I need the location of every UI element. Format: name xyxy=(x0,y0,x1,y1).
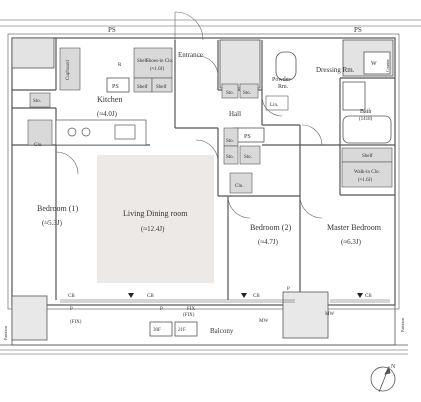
label-fix-3: (FIX) xyxy=(183,313,195,318)
label-p-bedroom: P xyxy=(287,287,290,292)
label-refrigerator: R xyxy=(118,63,122,68)
label-washer: W xyxy=(371,61,377,67)
label-outlet-1: 30F xyxy=(153,328,161,333)
label-walkin-closet-area: (≈1.6J) xyxy=(358,178,373,183)
label-ps-top-right: PS xyxy=(354,26,362,34)
label-closet-bedroom1: Clo. xyxy=(34,143,42,148)
label-powder-room: Powder xyxy=(272,77,290,83)
bath-fixtures xyxy=(275,51,392,144)
label-bedroom1-area: (≈5.3J) xyxy=(42,219,63,227)
label-fix-1: (FIX) xyxy=(70,320,82,325)
label-mw-2: MW xyxy=(325,312,334,317)
label-shoes-closet: Shoes-in Clo. xyxy=(146,59,173,64)
pipe-shafts xyxy=(11,37,394,143)
label-storage-hall-1: Sto. xyxy=(226,91,234,96)
label-powder-room-2: Rm. xyxy=(278,84,289,90)
label-cupboard: Cupboard xyxy=(66,60,71,80)
label-walkin-closet: Walk-in Clo. xyxy=(354,170,380,175)
label-living-dining-area: (≈12.4J) xyxy=(141,225,165,233)
label-bedroom2: Bedroom (2) xyxy=(250,223,291,232)
label-storage-hall-5: Sto. xyxy=(226,155,234,160)
label-ps-kitchen: PS xyxy=(112,84,119,90)
label-storage-hall-3: Sto. xyxy=(226,139,234,144)
label-storage-hall-2: Sto. xyxy=(243,91,251,96)
label-outlet-2: 21F xyxy=(178,328,186,333)
label-bedroom2-area: (≈4.7J) xyxy=(258,238,279,246)
label-entrance: Entrance xyxy=(178,51,203,59)
label-ps-top-left: PS xyxy=(108,26,116,34)
balcony-area xyxy=(0,291,408,355)
label-shelf-3: Shelf xyxy=(156,85,167,90)
storage-units xyxy=(27,47,393,194)
label-shelf-1: Shelf xyxy=(137,59,148,64)
label-kitchen: Kitchen xyxy=(97,95,122,104)
label-kitchen-area: (≈4.0J) xyxy=(97,110,118,118)
kitchen-counter xyxy=(55,119,147,146)
label-cb-2: CB xyxy=(147,294,154,299)
label-storage-kitchen: Sto. xyxy=(33,99,41,104)
label-storage-hall-4: Sto. xyxy=(244,155,252,160)
label-cb-1: CB xyxy=(68,294,75,299)
label-cb-4: CB xyxy=(365,294,372,299)
label-p-left: P xyxy=(70,307,73,312)
label-shelf-2: Shelf xyxy=(137,85,148,90)
label-partition-left: Partition xyxy=(3,326,8,340)
windows xyxy=(60,299,390,303)
label-ps-hall: PS xyxy=(244,134,251,140)
label-bath: Bath xyxy=(360,109,371,115)
compass xyxy=(370,365,396,393)
label-shelf-4: Shelf xyxy=(362,154,373,159)
label-mw-1: MW xyxy=(259,319,268,324)
label-master-bedroom-area: (≈6.3J) xyxy=(341,238,362,246)
label-compass: N xyxy=(391,364,396,370)
label-cb-3: CB xyxy=(253,294,260,299)
label-shoes-closet-area: (≈1.0J) xyxy=(150,67,165,72)
label-bath-size: (1418) xyxy=(359,117,373,122)
label-closet-bedroom2: Clo. xyxy=(235,184,243,189)
label-living-dining: Living Dining room xyxy=(123,209,188,218)
label-master-bedroom: Master Bedroom xyxy=(327,223,382,232)
label-bedroom1: Bedroom (1) xyxy=(37,204,78,213)
label-balcony: Balcony xyxy=(210,327,234,335)
label-fix-2: FIX xyxy=(187,307,195,312)
label-counter: Counter xyxy=(385,58,390,72)
living-floor xyxy=(97,155,214,283)
label-hall: Hall xyxy=(229,110,241,118)
cb-markers xyxy=(128,293,363,298)
label-p-right: P xyxy=(160,307,163,312)
label-linen: Lin. xyxy=(270,103,278,108)
label-partition-right: Partition xyxy=(400,318,405,332)
label-dressing-room: Dressing Rm. xyxy=(316,66,355,74)
door-swings xyxy=(55,11,323,219)
